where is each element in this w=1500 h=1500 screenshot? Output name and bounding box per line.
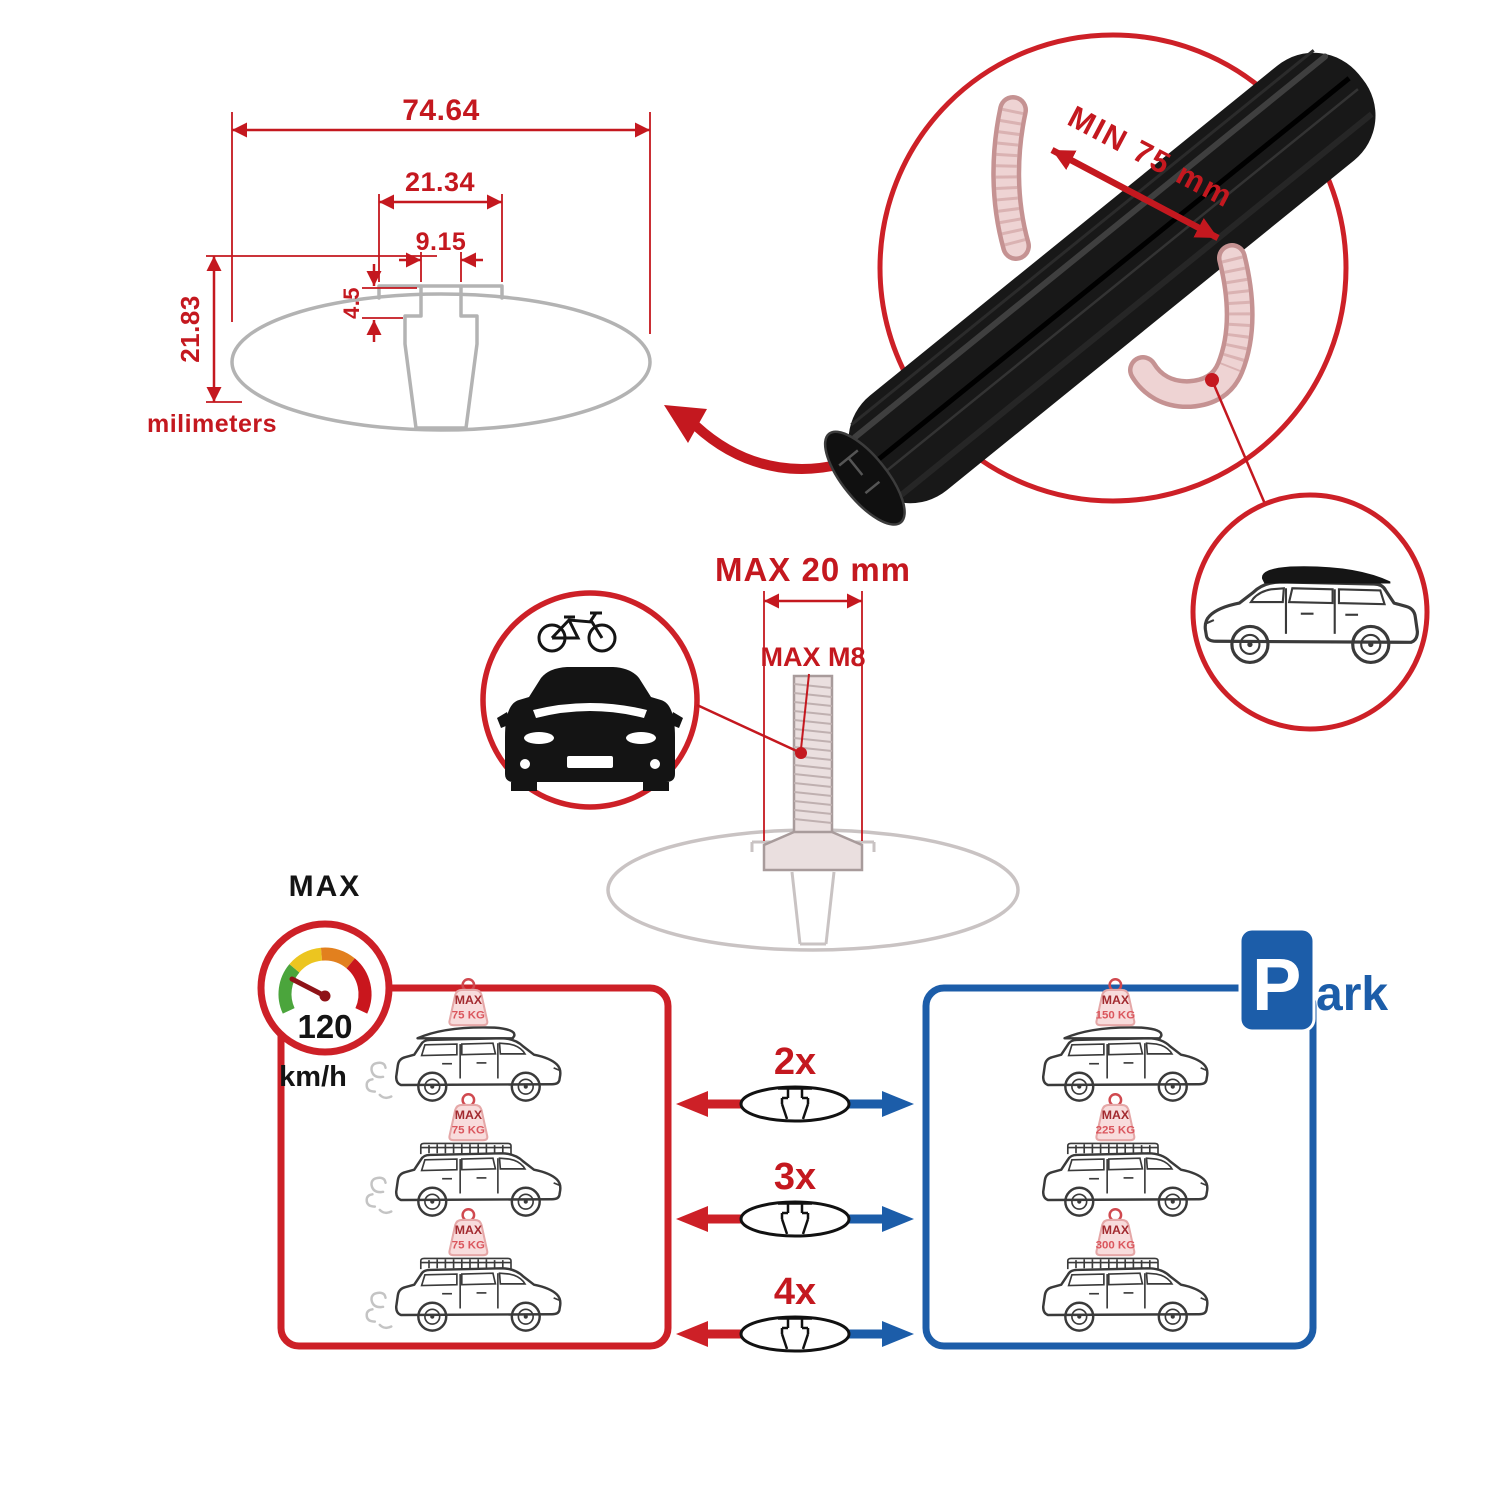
bar-end-cap (823, 430, 906, 526)
speed-value: 120 (297, 1008, 352, 1045)
driving-vehicle-row: MAX 75 KG (365, 1208, 562, 1332)
weight-tag: MAX 150 KG (1095, 978, 1136, 1027)
callout-line (1210, 379, 1267, 505)
park-sign-rest: ark (1316, 968, 1388, 1021)
pointer-arrowhead (664, 405, 707, 443)
tag-weight: 225 KG (1096, 1125, 1136, 1137)
tag-max-label: MAX (455, 993, 483, 1007)
clamp-leg-front (1128, 243, 1255, 410)
multiplier-label: 4x (774, 1271, 816, 1313)
weight-tag: MAX 300 KG (1095, 1208, 1136, 1257)
tag-weight: 150 KG (1096, 1010, 1136, 1022)
dim-slot-width: 9.15 (416, 228, 467, 256)
park-sign-initial: P (1252, 943, 1301, 1026)
dim-flange-width: 21.34 (405, 167, 475, 197)
weight-tag: MAX 75 KG (448, 1208, 489, 1257)
speed-max-label: MAX (289, 870, 362, 903)
tbolt-spec: MAX 20 mm MAX M8 (480, 551, 1020, 952)
weight-tag: MAX 75 KG (448, 978, 489, 1027)
tag-max-label: MAX (1102, 1223, 1130, 1237)
tag-max-label: MAX (455, 1223, 483, 1237)
car-front-icon (497, 667, 683, 791)
bubble-circle (1190, 492, 1430, 732)
bolt-max-width-label: MAX 20 mm (715, 551, 911, 588)
weight-tag: MAX 225 KG (1095, 1093, 1136, 1142)
dim-lip-depth: 4.5 (339, 287, 364, 319)
speedometer-icon (257, 920, 393, 1056)
profile-dimension-drawing: 74.64 21.34 9.15 4.5 21.83 milimeters (147, 94, 885, 474)
crossbar-cross-section-icon (739, 1200, 851, 1238)
witness-lines (206, 112, 651, 403)
crossbar-cross-section-icon (739, 1315, 851, 1353)
speed-limit-gauge: MAX 120 km/h (257, 870, 393, 1093)
dim-total-width: 74.64 (402, 94, 480, 127)
crossbar-profile-outline (230, 284, 652, 432)
parked-vehicle-row: MAX 150 KG (1041, 978, 1209, 1102)
clamp-leg-back (991, 95, 1031, 261)
bar-count-rows: 2x 3x 4x (676, 1041, 914, 1353)
crossbar-cross-section-icon (739, 1085, 851, 1123)
driving-vehicle-row: MAX 75 KG (365, 1093, 562, 1217)
multiplier-label: 3x (774, 1156, 816, 1198)
speed-unit: km/h (279, 1061, 347, 1093)
tag-weight: 75 KG (452, 1240, 485, 1252)
parked-vehicle-row: MAX 225 KG (1041, 1093, 1209, 1217)
weight-tag: MAX 75 KG (448, 1093, 489, 1142)
callout-line (696, 703, 802, 755)
tag-weight: 300 KG (1096, 1240, 1136, 1252)
crossbar-closeup-bubble: MIN 75 mm (823, 32, 1376, 526)
bolt-max-thread-label: MAX M8 (760, 642, 865, 672)
gauge-needle (289, 976, 328, 999)
park-sign-square (1238, 927, 1316, 1033)
units-label: milimeters (147, 410, 277, 438)
tag-max-label: MAX (455, 1108, 483, 1122)
multiplier-label: 2x (774, 1041, 816, 1083)
bolt-t-head (762, 830, 864, 872)
driving-vehicle-row: MAX 75 KG (365, 978, 562, 1102)
parked-panel (922, 984, 1317, 1350)
roofbox-vehicle-bubble (1190, 492, 1430, 732)
bolt-threads (793, 683, 833, 824)
tag-weight: 75 KG (452, 1010, 485, 1022)
bike-car-bubble (480, 590, 700, 810)
crossbar-3d (823, 49, 1376, 526)
min-length-arrow (1050, 147, 1220, 241)
park-sign: P ark (1238, 927, 1388, 1033)
tag-weight: 75 KG (452, 1125, 485, 1137)
parked-vehicle-row: MAX 300 KG (1041, 1208, 1209, 1332)
dim-total-height: 21.83 (175, 295, 205, 363)
tbolt-drawing (606, 674, 1020, 952)
bicycle-icon (537, 611, 617, 653)
tag-max-label: MAX (1102, 1108, 1130, 1122)
tag-max-label: MAX (1102, 993, 1130, 1007)
